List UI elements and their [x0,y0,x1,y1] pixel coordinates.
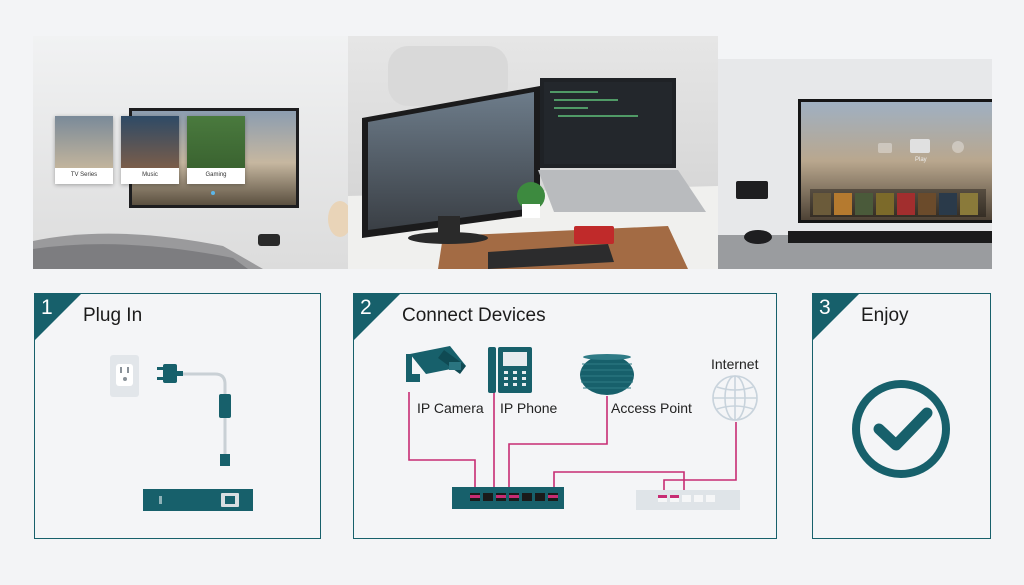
power-outlet-icon [110,355,139,397]
step-title: Connect Devices [402,305,546,326]
camera-icon [406,346,466,382]
tile-label: Music [142,172,158,178]
desk-illustration [348,36,718,269]
photo-tv-setup: Play [718,59,992,269]
tile-label: TV Series [70,172,98,178]
step-title: Plug In [83,305,143,326]
step-title: Enjoy [861,305,909,326]
checkmark-icon [852,380,950,478]
tv-illustration [718,59,992,269]
photo-desk-setup [348,36,718,269]
label-access-point: Access Point [611,400,692,416]
tv-menu-play: Play [915,157,927,163]
switch-icon [452,487,564,509]
photo-streaming-tv: TV Series Music Gaming [33,36,348,269]
tile-music[interactable]: Music [121,116,179,184]
switch-icon [143,489,253,511]
step-badge [812,293,860,341]
living-room-illustration [33,36,348,269]
step-number: 1 [41,296,53,319]
step-panel-enjoy: 3 Enjoy [812,293,991,539]
step-number: 3 [819,296,831,319]
label-ip-phone: IP Phone [500,400,558,416]
tile-gaming[interactable]: Gaming [187,116,245,184]
tile-label: Gaming [205,172,227,178]
label-internet: Internet [711,356,759,372]
step-panel-connect-devices: 2 Connect Devices [353,293,777,539]
globe-icon [712,375,758,421]
power-plug-icon [157,364,183,383]
label-ip-camera: IP Camera [417,400,484,416]
step-badge [353,293,401,341]
plug-in-diagram [110,355,253,511]
tile-tv-series[interactable]: TV Series [55,116,113,184]
router-icon [636,490,740,510]
connect-diagram [406,346,758,510]
step-panel-plug-in: 1 Plug In [34,293,321,539]
step-number: 2 [360,296,372,319]
phone-icon [488,347,532,393]
access-point-icon [580,354,634,395]
step-badge [34,293,82,341]
